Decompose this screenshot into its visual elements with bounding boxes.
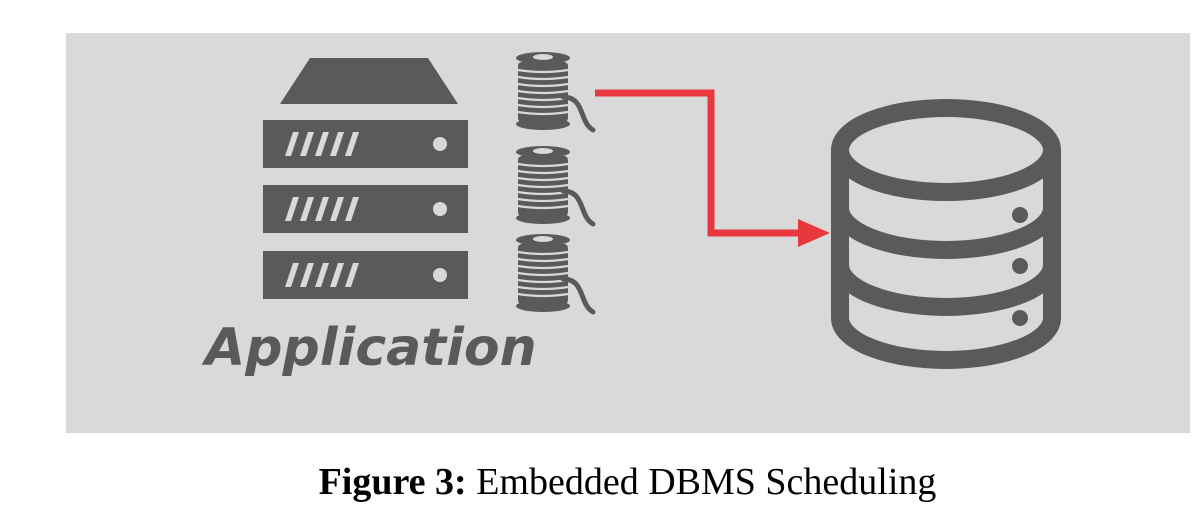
figure-caption: Figure 3: Embedded DBMS Scheduling: [0, 460, 1200, 504]
server-icon: [263, 58, 468, 299]
thread-spool-icon: [516, 146, 593, 224]
figure-number: Figure 3:: [318, 461, 467, 503]
database-icon: [831, 99, 1061, 369]
diagram-panel: [66, 33, 1190, 433]
thread-spool-icon: [516, 234, 593, 312]
diagram-canvas: [263, 0, 1061, 369]
arrow-connector: [595, 89, 830, 247]
figure-title: Embedded DBMS Scheduling: [476, 461, 937, 503]
thread-spool-icon: [516, 52, 593, 130]
application-label: Application: [205, 318, 537, 378]
